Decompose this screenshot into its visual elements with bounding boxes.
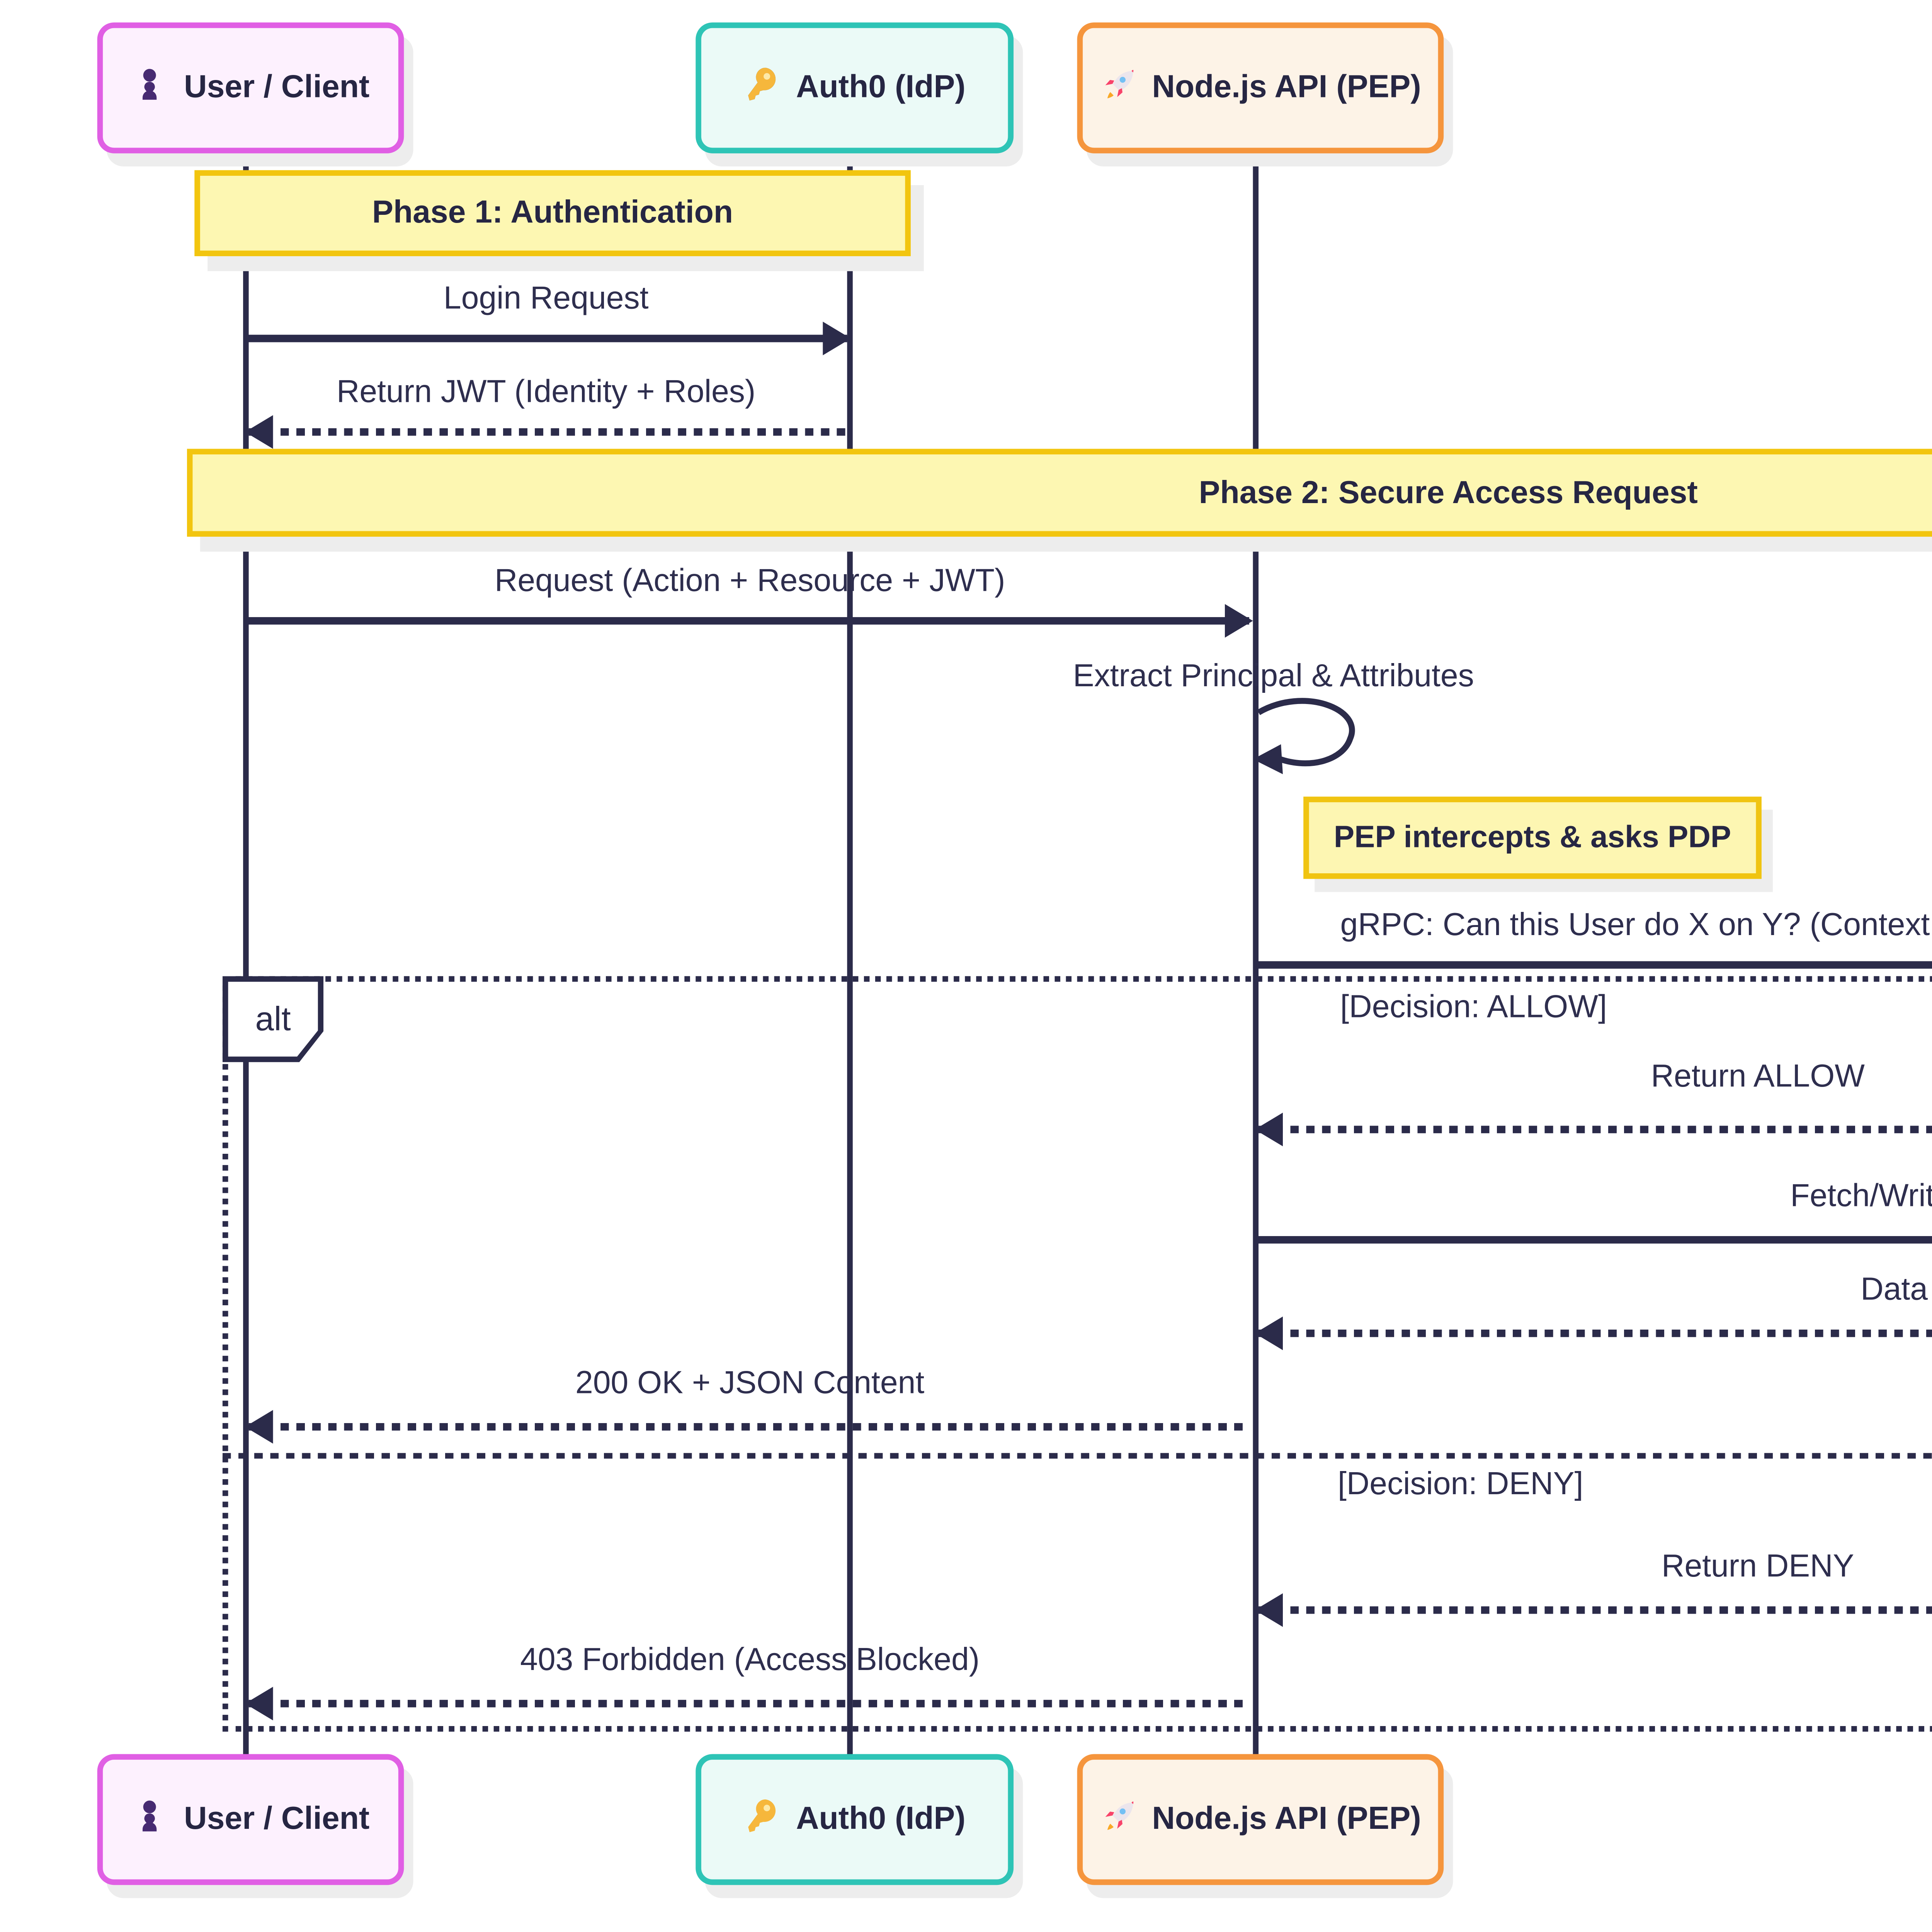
- rocket-icon: [1100, 1796, 1137, 1843]
- arrowhead-right-icon: [1225, 604, 1253, 638]
- actor-label: Node.js API (PEP): [1152, 69, 1421, 105]
- phase-2-label: Phase 2: Secure Access Request: [1199, 474, 1698, 510]
- self-message-label: Extract Principal & Attributes: [1073, 658, 1474, 694]
- message-label: Fetch/Write JSON Data: [1790, 1178, 1932, 1214]
- arrow-line: [1259, 1330, 1932, 1337]
- message-label: Return ALLOW: [1651, 1058, 1865, 1094]
- phase-2-band: Phase 2: Secure Access Request: [187, 449, 1932, 537]
- key-icon: [744, 65, 781, 111]
- actor-label: Node.js API (PEP): [1152, 1801, 1421, 1837]
- arrowhead-left-icon: [1255, 1316, 1283, 1350]
- arrowhead-left-icon: [245, 415, 273, 449]
- lifeline-node: [1252, 142, 1258, 1758]
- person-icon: [132, 1796, 169, 1843]
- arrow-line: [1255, 1236, 1932, 1243]
- arrow-line: [247, 617, 1249, 624]
- message-label: Return JWT (Identity + Roles): [336, 374, 756, 410]
- arrowhead-left-icon: [245, 1687, 273, 1721]
- message-label: 200 OK + JSON Content: [575, 1365, 925, 1401]
- arrowhead-right-icon: [823, 321, 851, 355]
- arrowhead-left-icon: [1255, 1593, 1283, 1627]
- alt-fragment-frame: alt: [222, 976, 1932, 1732]
- alt-label: alt: [227, 981, 319, 1057]
- arrowhead-left-icon: [1255, 1112, 1283, 1146]
- message-label: gRPC: Can this User do X on Y? (Context:…: [1340, 907, 1932, 943]
- arrow-line: [248, 1700, 1249, 1707]
- arrow-line: [1259, 1607, 1932, 1614]
- arrow-line: [1259, 1126, 1932, 1133]
- actor-label: Auth0 (IdP): [796, 69, 966, 105]
- guard-allow-label: [Decision: ALLOW]: [1340, 989, 1607, 1025]
- note-label: PEP intercepts & asks PDP: [1333, 820, 1731, 854]
- actor-auth0-bottom: Auth0 (IdP): [696, 1754, 1014, 1885]
- self-loop-arrow: [1253, 698, 1355, 774]
- actor-node-bottom: Node.js API (PEP): [1077, 1754, 1444, 1885]
- alt-divider: [222, 1453, 1932, 1459]
- actor-node-top: Node.js API (PEP): [1077, 22, 1444, 153]
- arrow-line: [1255, 961, 1932, 968]
- phase-1-band: Phase 1: Authentication: [194, 170, 911, 257]
- actor-label: Auth0 (IdP): [796, 1801, 966, 1837]
- message-label: 403 Forbidden (Access Blocked): [520, 1642, 980, 1678]
- note-pep-intercepts: PEP intercepts & asks PDP: [1303, 796, 1762, 879]
- lifeline-auth0: [846, 142, 852, 1758]
- alt-label-tab: alt: [222, 976, 324, 1062]
- key-icon: [744, 1796, 781, 1843]
- actor-label: User / Client: [184, 1801, 370, 1837]
- phase-1-label: Phase 1: Authentication: [372, 194, 733, 230]
- arrow-line: [248, 1423, 1249, 1430]
- rocket-icon: [1100, 65, 1137, 111]
- actor-user-bottom: User / Client: [97, 1754, 404, 1885]
- arrow-line: [247, 335, 847, 342]
- guard-deny-label: [Decision: DENY]: [1337, 1466, 1583, 1502]
- actor-label: User / Client: [184, 69, 370, 105]
- person-icon: [132, 65, 169, 111]
- lifeline-user: [242, 142, 248, 1758]
- message-label: Data Payload: [1861, 1271, 1932, 1307]
- actor-auth0-top: Auth0 (IdP): [696, 22, 1014, 153]
- message-label: Request (Action + Resource + JWT): [494, 563, 1005, 599]
- actor-user-top: User / Client: [97, 22, 404, 153]
- message-label: Return DENY: [1662, 1548, 1854, 1584]
- arrowhead-left-icon: [245, 1410, 273, 1444]
- message-label: Login Request: [443, 280, 649, 316]
- arrow-line: [248, 429, 847, 435]
